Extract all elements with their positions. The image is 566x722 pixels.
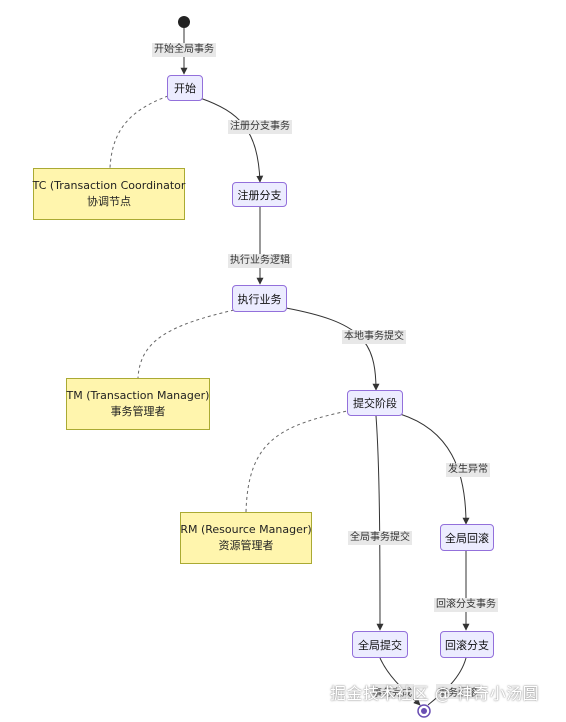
edge-label-commit-end: 事务完成 — [370, 684, 414, 699]
state-global-rollback[interactable]: 全局回滚 — [440, 524, 494, 551]
state-execute-business[interactable]: 执行业务 — [232, 285, 287, 312]
start-node — [178, 16, 190, 28]
end-node-inner — [421, 708, 427, 714]
note-tc-subtitle: 协调节点 — [87, 195, 131, 208]
note-tm: TM (Transaction Manager) 事务管理者 — [66, 378, 210, 430]
note-rm-subtitle: 资源管理者 — [218, 539, 274, 552]
edge-commit-phase-to-global-commit — [375, 415, 384, 631]
state-begin[interactable]: 开始 — [167, 75, 203, 101]
edge-label-exception-occurred: 发生异常 — [446, 463, 490, 477]
note-rm-title: RM (Resource Manager) — [180, 523, 312, 536]
edge-commit-phase-to-rollback — [399, 413, 470, 525]
state-commit-phase[interactable]: 提交阶段 — [347, 390, 403, 416]
state-rollback-branch[interactable]: 回滚分支 — [440, 631, 494, 658]
note-link-tc — [109, 95, 169, 169]
edge-label-start-global-tx: 开始全局事务 — [152, 43, 216, 57]
note-link-rm — [245, 409, 353, 513]
edge-begin-to-register — [199, 97, 264, 183]
watermark-text: 掘金技术社区 @ 神奇小汤圆 — [330, 684, 540, 703]
state-global-commit[interactable]: 全局提交 — [352, 631, 408, 658]
edge-label-execute-logic: 执行业务逻辑 — [228, 254, 292, 268]
note-tc: TC (Transaction Coordinator 协调节点 — [33, 168, 185, 220]
edge-label-rollback-branch-tx: 回滚分支事务 — [434, 598, 498, 612]
note-rm: RM (Resource Manager) 资源管理者 — [180, 512, 312, 564]
state-register-branch[interactable]: 注册分支 — [232, 182, 287, 207]
edge-label-register-branch-tx: 注册分支事务 — [228, 120, 292, 134]
edge-label-global-tx-commit: 全局事务提交 — [348, 531, 412, 545]
note-tm-title: TM (Transaction Manager) — [66, 389, 210, 402]
note-tm-subtitle: 事务管理者 — [110, 405, 166, 418]
edge-execute-to-commit-phase — [285, 307, 380, 391]
note-link-tm — [137, 309, 235, 379]
note-tc-title: TC (Transaction Coordinator — [32, 179, 186, 192]
edge-label-local-tx-commit: 本地事务提交 — [342, 330, 406, 344]
edge-label-rollback-end: 事务回滚 — [436, 684, 480, 699]
